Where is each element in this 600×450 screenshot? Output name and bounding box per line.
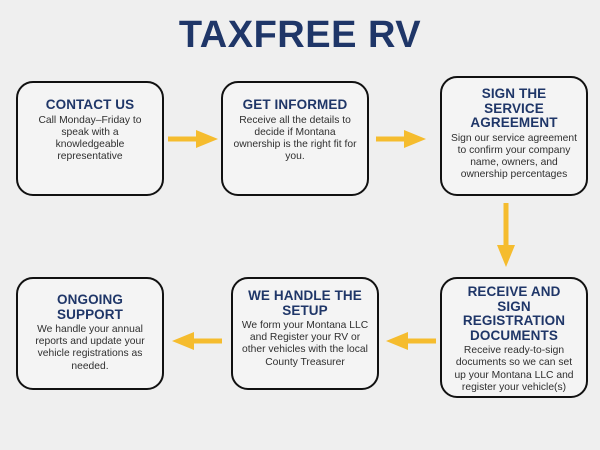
arrow-right-icon [168, 128, 218, 150]
step-body: Call Monday–Friday to speak with a knowl… [38, 114, 142, 162]
step-heading: ONGOING SUPPORT [57, 292, 123, 322]
step-body: We handle your annual reports and update… [35, 324, 145, 372]
step-heading: GET INFORMED [242, 97, 348, 112]
step-body: Sign our service agreement to confirm yo… [451, 132, 577, 181]
step-box-we-handle-the-setup[interactable]: WE HANDLE THE SETUP We form your Montana… [231, 277, 379, 390]
step-heading: WE HANDLE THE SETUP [248, 288, 362, 318]
step-box-contact-us[interactable]: CONTACT US Call Monday–Friday to speak w… [16, 81, 164, 196]
step-box-get-informed[interactable]: GET INFORMED Receive all the details to … [221, 81, 369, 196]
step-box-receive-and-sign-registration-documents[interactable]: RECEIVE AND SIGN REGISTRATION DOCUMENTS … [440, 277, 588, 398]
arrow-down-icon [495, 203, 517, 267]
step-body: Receive all the details to decide if Mon… [233, 114, 357, 162]
step-box-sign-the-service-agreement[interactable]: SIGN THE SERVICE AGREEMENT Sign our serv… [440, 76, 588, 196]
arrow-left-icon [386, 330, 436, 352]
step-heading: RECEIVE AND SIGN REGISTRATION DOCUMENTS [462, 284, 566, 343]
step-box-ongoing-support[interactable]: ONGOING SUPPORT We handle your annual re… [16, 277, 164, 390]
step-body: Receive ready-to-sign documents so we ca… [454, 345, 574, 393]
arrow-right-icon [376, 128, 426, 150]
page-title: TAXFREE RV [178, 14, 422, 56]
arrow-left-icon [172, 330, 222, 352]
step-body: We form your Montana LLC and Register yo… [241, 320, 369, 368]
step-heading: SIGN THE SERVICE AGREEMENT [470, 86, 558, 131]
step-heading: CONTACT US [45, 97, 135, 112]
